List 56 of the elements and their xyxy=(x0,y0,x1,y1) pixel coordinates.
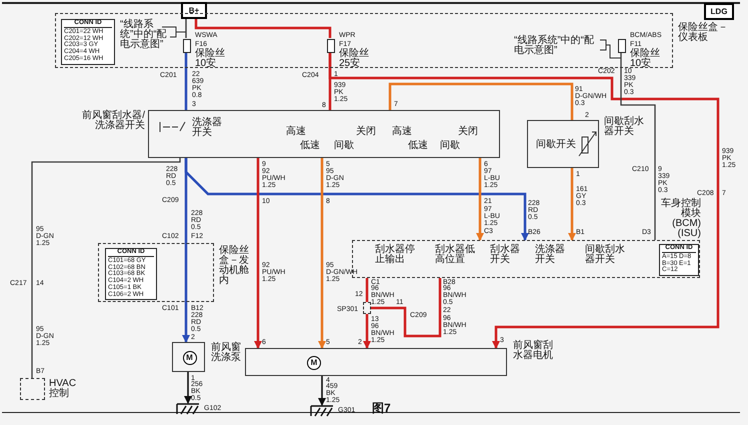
motor-symbol: M xyxy=(182,351,196,365)
caption-text: 前风窗刮水器电机 xyxy=(513,341,554,361)
module-input-label: 间歇刮水器开关 xyxy=(585,245,626,265)
wire xyxy=(318,376,326,406)
wire xyxy=(366,278,368,302)
note-text: “线路系统”中的“配电示意图” xyxy=(120,20,168,50)
wire xyxy=(184,372,192,404)
terminal-box: B+ xyxy=(181,2,207,19)
component-label: 保险丝盒－仪表板 xyxy=(678,23,729,43)
module-input-label: 洗涤器开关 xyxy=(535,245,565,265)
caption-text: 前风窗洗涤泵 xyxy=(211,343,242,363)
caption-text: 保险丝 xyxy=(630,49,661,59)
wire xyxy=(388,82,574,120)
wire xyxy=(328,52,720,349)
switch-label: 洗涤器开关 xyxy=(192,118,223,138)
wire xyxy=(184,158,529,241)
component-label: 车身控制模块 (BCM) (ISU) xyxy=(660,199,701,239)
component-label: 保险丝盒－发动机舱内 xyxy=(219,246,250,286)
figure-caption: 图7 xyxy=(372,400,391,417)
wire xyxy=(363,314,371,349)
wire xyxy=(476,158,484,241)
caption-text: HVAC 控制 xyxy=(49,379,78,399)
wire xyxy=(318,158,326,349)
wire xyxy=(620,52,656,240)
terminal-box: LDG xyxy=(704,3,734,20)
wire xyxy=(31,158,181,378)
wire xyxy=(568,168,576,241)
note-text: “线路系统”中的“配电示意图” xyxy=(514,36,595,56)
connector-id-table xyxy=(105,248,157,300)
wire xyxy=(184,52,188,110)
connector-id-table xyxy=(659,244,699,276)
module-input-label: 刮水器低高位置 xyxy=(435,245,475,265)
switch-position-label: 低速 xyxy=(408,141,429,151)
wire xyxy=(185,19,187,38)
connector-id-table xyxy=(61,19,115,65)
component-label: 间歇开关 xyxy=(536,138,576,150)
switch-position-label: 关闭 xyxy=(458,127,479,137)
wire xyxy=(254,158,262,349)
module-input-label: 刮水器开关 xyxy=(490,245,520,265)
caption-text: 10安 xyxy=(630,59,652,69)
wire xyxy=(194,19,332,38)
caption-text: 保险丝 xyxy=(195,49,226,59)
switch-position-label: 间歇 xyxy=(334,141,355,151)
switch-position-label: 高速 xyxy=(286,127,307,137)
caption-text: 保险丝 xyxy=(339,49,370,59)
caption-text: 10安 xyxy=(195,59,218,69)
component-label: 前风窗刮水器/洗涤器开关 xyxy=(81,111,145,131)
switch-position-label: 低速 xyxy=(300,141,321,151)
switch-position-label: 关闭 xyxy=(356,127,377,137)
motor-symbol: M xyxy=(307,356,321,370)
wire xyxy=(371,278,442,338)
switch-position-label: 间歇 xyxy=(440,141,461,151)
caption-text: 间歇刮水器开关 xyxy=(604,117,645,137)
module-input-label: 刮水器停止输出 xyxy=(375,245,415,265)
caption-text: 25安 xyxy=(339,59,362,69)
switch-position-label: 高速 xyxy=(392,127,413,137)
